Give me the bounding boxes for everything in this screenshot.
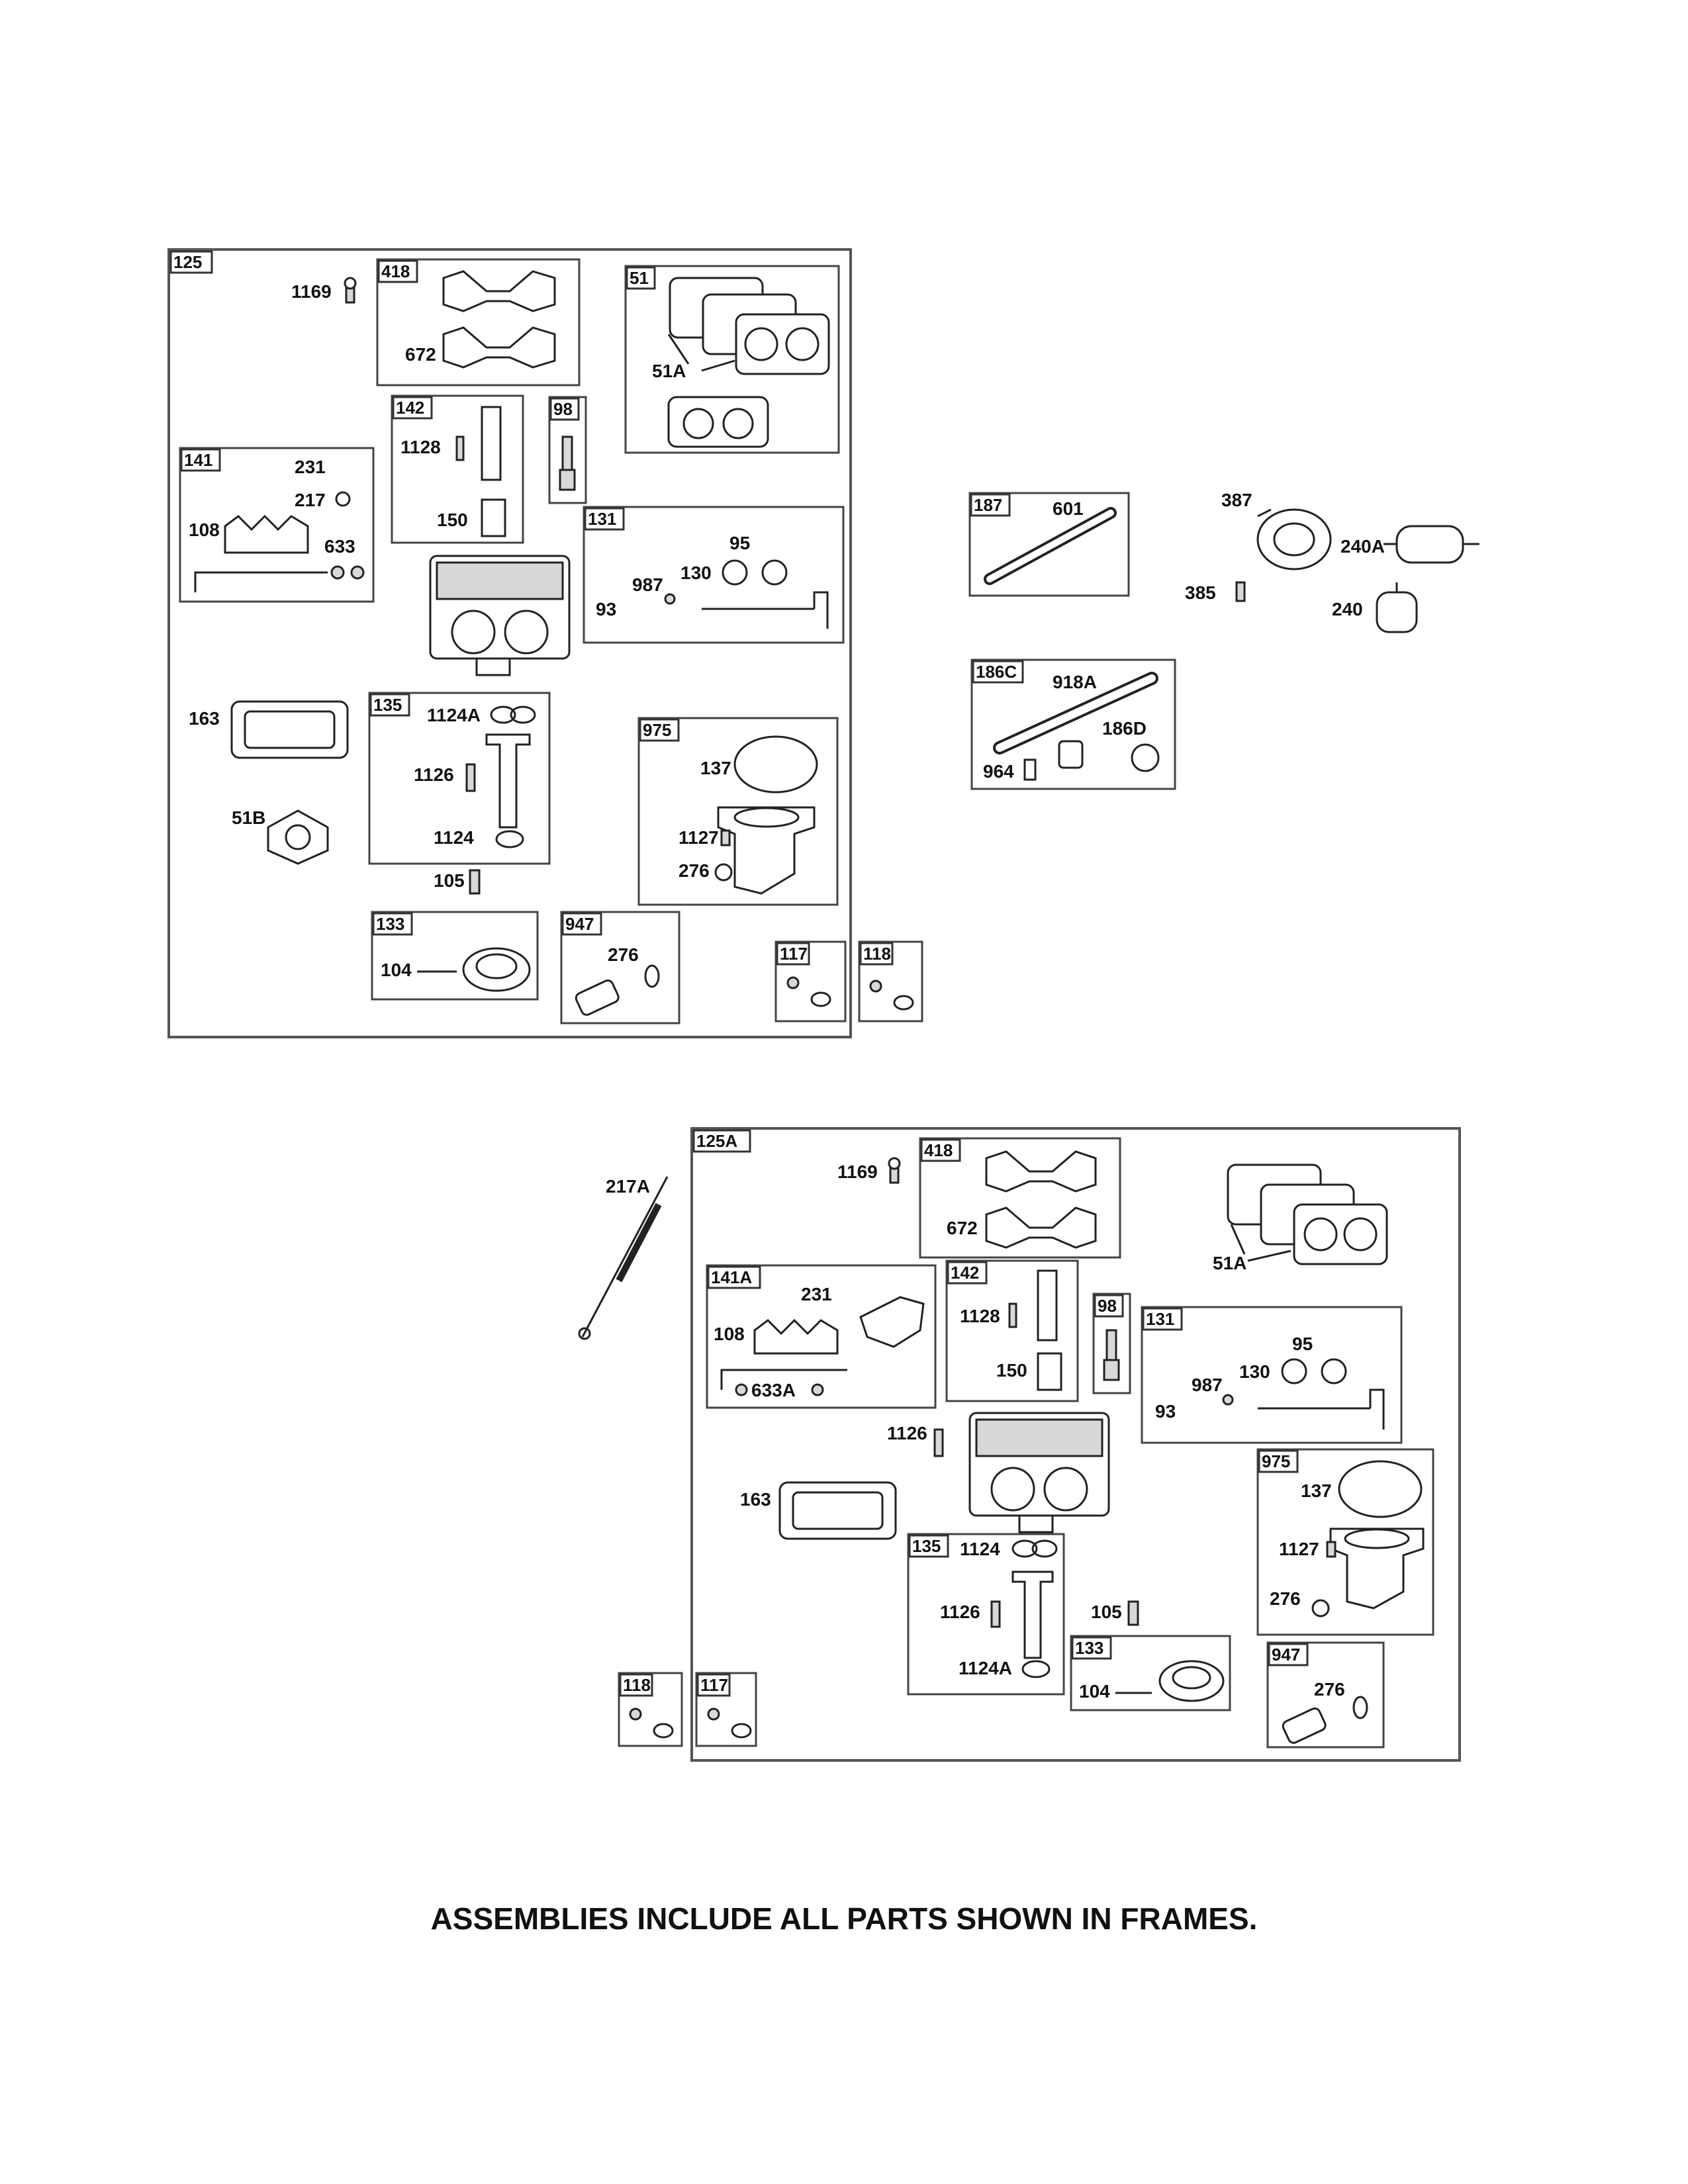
label-51A: 51A <box>652 361 686 381</box>
label-1128: 1128 <box>400 437 441 457</box>
label-186C: 186C <box>976 662 1017 682</box>
label-b105: 105 <box>1091 1602 1122 1622</box>
label-418: 418 <box>381 261 410 281</box>
label-b1128: 1128 <box>960 1306 1000 1326</box>
label-150: 150 <box>437 510 468 530</box>
label-105: 105 <box>434 870 465 891</box>
label-964: 964 <box>983 761 1014 782</box>
label-142: 142 <box>396 398 424 418</box>
fuel-pump-group: 387 385 240A 240 <box>1185 490 1479 633</box>
label-b975: 975 <box>1262 1451 1290 1471</box>
label-b150: 150 <box>996 1360 1027 1381</box>
assembly-118-top: 118 <box>858 940 923 1023</box>
label-117: 117 <box>780 944 808 964</box>
label-b104: 104 <box>1079 1681 1110 1702</box>
label-118: 118 <box>863 944 891 964</box>
label-918A: 918A <box>1053 672 1097 692</box>
label-b1127: 1127 <box>1279 1539 1319 1559</box>
label-95: 95 <box>729 533 750 553</box>
label-187: 187 <box>974 495 1002 515</box>
label-b95: 95 <box>1292 1334 1313 1354</box>
label-b137: 137 <box>1301 1480 1332 1501</box>
label-b163: 163 <box>740 1489 771 1510</box>
label-51: 51 <box>630 268 649 288</box>
label-385: 385 <box>1185 582 1216 603</box>
label-1124A: 1124A <box>427 705 481 725</box>
label-137: 137 <box>700 758 731 778</box>
label-240A: 240A <box>1340 536 1385 557</box>
label-633: 633 <box>324 536 355 557</box>
assembly-125: 125 1169 418 672 51 51A 142 1128 1 <box>167 248 852 1038</box>
part-217A: 217A <box>578 1176 669 1340</box>
label-b1124A: 1124A <box>959 1658 1012 1678</box>
label-108: 108 <box>189 520 220 540</box>
label-b947: 947 <box>1272 1645 1300 1664</box>
label-b117: 117 <box>700 1675 728 1695</box>
label-b51A: 51A <box>1213 1253 1246 1273</box>
label-601: 601 <box>1053 498 1084 519</box>
label-125: 125 <box>173 252 202 272</box>
label-1127: 1127 <box>679 827 719 848</box>
label-b93: 93 <box>1155 1401 1176 1422</box>
label-b987: 987 <box>1192 1375 1223 1395</box>
label-141A: 141A <box>711 1267 752 1287</box>
label-1126: 1126 <box>414 764 454 785</box>
label-135: 135 <box>373 695 402 715</box>
label-975: 975 <box>643 720 671 740</box>
label-b947-276: 276 <box>1314 1679 1345 1700</box>
label-217: 217 <box>295 490 326 510</box>
label-b276: 276 <box>1270 1588 1301 1609</box>
label-186D: 186D <box>1102 718 1147 739</box>
label-104: 104 <box>381 960 412 980</box>
label-b118: 118 <box>623 1675 651 1695</box>
label-b130: 130 <box>1239 1361 1270 1382</box>
label-1124: 1124 <box>434 827 474 848</box>
label-141: 141 <box>184 450 212 470</box>
label-217A: 217A <box>606 1176 650 1197</box>
label-133: 133 <box>376 914 404 934</box>
label-b672: 672 <box>947 1218 978 1238</box>
assembly-125A: 125A 1169 418 672 51A 141A 231 108 633A <box>690 1127 1461 1762</box>
label-b1126: 1126 <box>887 1423 927 1443</box>
assembly-187: 187 601 <box>968 492 1130 597</box>
label-672: 672 <box>405 344 436 365</box>
label-b135: 135 <box>912 1536 941 1556</box>
label-947-276: 276 <box>608 944 639 965</box>
label-b131: 131 <box>1146 1309 1174 1329</box>
label-130: 130 <box>680 563 712 583</box>
label-276: 276 <box>679 860 710 881</box>
carburetor-body-bottom <box>968 1412 1110 1533</box>
label-b98: 98 <box>1098 1296 1117 1316</box>
label-b231: 231 <box>801 1284 832 1304</box>
label-387: 387 <box>1221 490 1252 510</box>
label-131: 131 <box>588 509 616 529</box>
label-163: 163 <box>189 708 220 729</box>
label-b142: 142 <box>951 1263 979 1283</box>
label-231: 231 <box>295 457 326 477</box>
caption: ASSEMBLIES INCLUDE ALL PARTS SHOWN IN FR… <box>430 1901 1258 1936</box>
label-b1126-2: 1126 <box>940 1602 980 1622</box>
label-b133: 133 <box>1075 1638 1103 1658</box>
label-b418: 418 <box>924 1140 953 1160</box>
assembly-186C: 186C 918A 186D 964 <box>970 659 1176 790</box>
label-51B: 51B <box>232 807 265 828</box>
label-b1169: 1169 <box>837 1161 878 1182</box>
carburetor-body-top <box>429 555 571 676</box>
label-987: 987 <box>632 574 663 595</box>
label-240: 240 <box>1332 599 1363 619</box>
label-1169: 1169 <box>291 281 332 302</box>
label-125A: 125A <box>696 1131 737 1151</box>
label-b108: 108 <box>714 1324 745 1344</box>
label-93: 93 <box>596 599 616 619</box>
label-98: 98 <box>553 399 573 419</box>
label-b633A: 633A <box>751 1380 796 1400</box>
label-947: 947 <box>565 914 594 934</box>
label-b1124: 1124 <box>960 1539 1000 1559</box>
assembly-118-bottom: 118 <box>618 1672 683 1747</box>
